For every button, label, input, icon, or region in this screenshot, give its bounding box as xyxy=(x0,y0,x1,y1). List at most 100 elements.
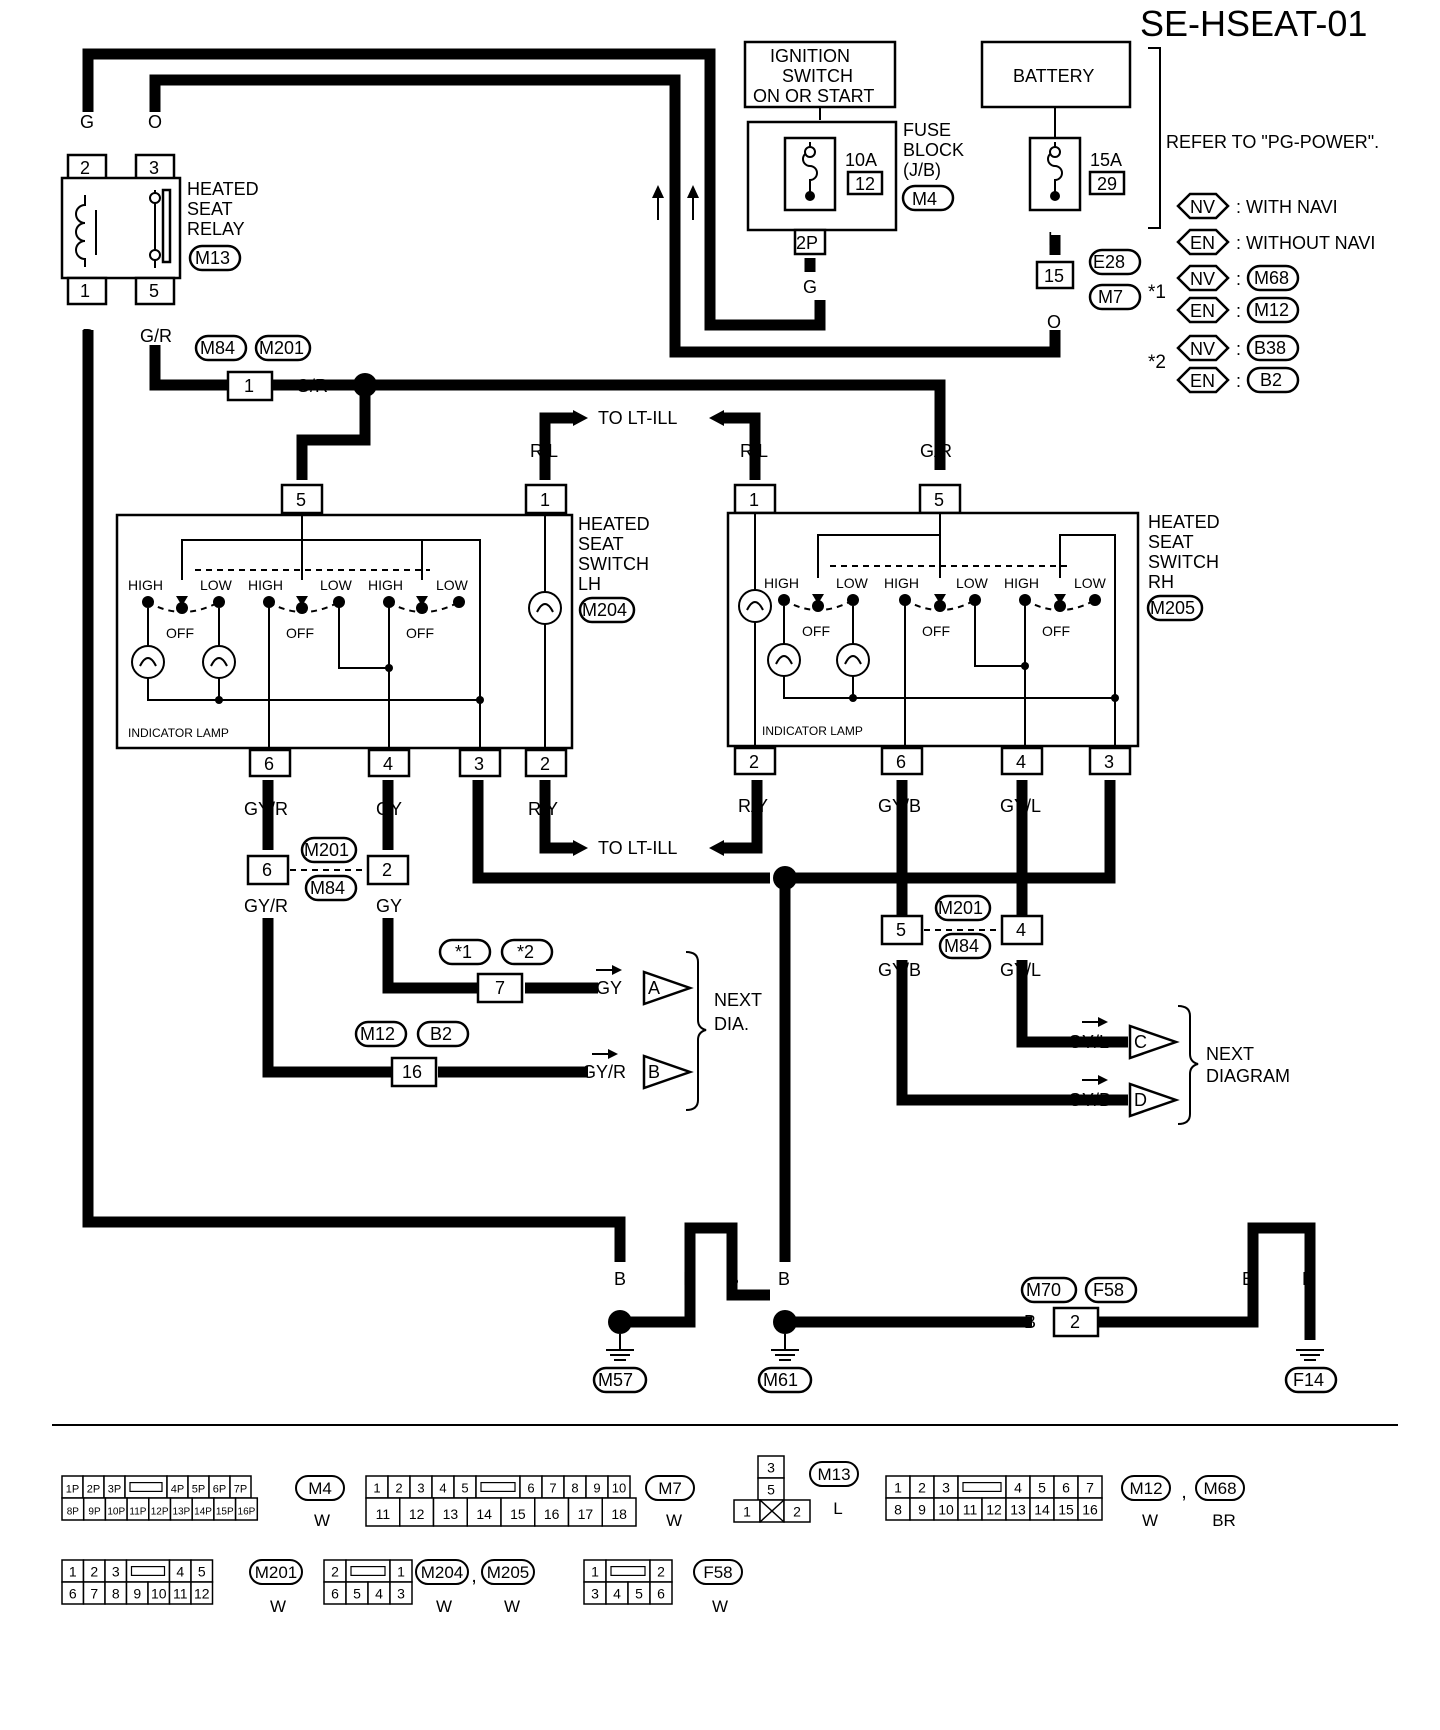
relay-output-connector: M84 M201 1 G/R xyxy=(194,334,377,402)
connector-lock-slot xyxy=(480,1481,516,1492)
svg-text:15: 15 xyxy=(1044,266,1064,286)
connector-pin-label: 14 xyxy=(476,1506,492,1522)
connector-pin-label: 1 xyxy=(69,1564,77,1580)
connector-pin-label: 2 xyxy=(331,1564,339,1580)
connector-pin-label: 6 xyxy=(1062,1480,1070,1496)
svg-text:*1: *1 xyxy=(455,942,472,962)
svg-text:O: O xyxy=(1047,312,1061,332)
svg-text:LOW: LOW xyxy=(836,575,869,591)
svg-text:16: 16 xyxy=(402,1062,422,1082)
b-junction xyxy=(773,866,797,890)
connector-name: M7 xyxy=(658,1479,682,1498)
legend-nv-tag: NV xyxy=(1176,192,1230,220)
svg-text:12: 12 xyxy=(855,174,875,194)
svg-text:INDICATOR LAMP: INDICATOR LAMP xyxy=(762,724,863,738)
svg-text:*2: *2 xyxy=(517,942,534,962)
connector-pin-label: 3 xyxy=(767,1460,775,1476)
svg-text:GY/R: GY/R xyxy=(244,896,288,916)
svg-text:EN: EN xyxy=(1190,371,1215,391)
svg-text:HIGH: HIGH xyxy=(128,577,163,593)
connector-pin-label: 13 xyxy=(1010,1502,1026,1518)
svg-text:6: 6 xyxy=(262,860,272,880)
connector-cross xyxy=(759,1499,785,1523)
svg-text:GY/B: GY/B xyxy=(878,796,921,816)
connector-pin-label: 10 xyxy=(938,1502,954,1518)
lh-switch-group-3 xyxy=(383,596,465,614)
connector-pin-label: 15 xyxy=(1058,1502,1074,1518)
svg-text:4: 4 xyxy=(1016,752,1026,772)
connector-pin-label: 11P xyxy=(129,1507,146,1518)
svg-text:HIGH: HIGH xyxy=(368,577,403,593)
connector-color: W xyxy=(1142,1511,1158,1530)
svg-text:RELAY: RELAY xyxy=(187,219,245,239)
svg-text:B: B xyxy=(82,326,94,346)
svg-text:INDICATOR LAMP: INDICATOR LAMP xyxy=(128,726,229,740)
svg-text:R/Y: R/Y xyxy=(528,799,558,819)
rh-switch-group-1 xyxy=(778,594,859,612)
svg-text:GY: GY xyxy=(596,978,622,998)
svg-text:RH: RH xyxy=(1148,572,1174,592)
svg-text:5: 5 xyxy=(896,920,906,940)
next-diagram-rh: GY/L C GY/B D NEXT DIAGRAM xyxy=(1068,1005,1290,1125)
connector-pin-label: 16 xyxy=(544,1506,560,1522)
connector-pin-label: 1P xyxy=(66,1484,79,1496)
connector-pin-label: 5P xyxy=(192,1484,205,1496)
connector-pin-label: 1 xyxy=(894,1480,902,1496)
connector-pin-label: 3P xyxy=(108,1484,121,1496)
ignition-switch-box: IGNITION SWITCH ON OR START xyxy=(743,40,897,109)
connector-pin-label: 16P xyxy=(238,1507,256,1518)
connector-color: W xyxy=(666,1511,682,1530)
svg-text::: : xyxy=(1236,301,1241,321)
battery-box: BATTERY xyxy=(980,40,1132,109)
svg-text:M201: M201 xyxy=(304,840,349,860)
connector-pin-label: 14P xyxy=(194,1507,212,1518)
connector-pin-label: 3 xyxy=(112,1564,120,1580)
ground-f14: F14 xyxy=(1284,1262,1338,1394)
svg-text:2: 2 xyxy=(382,860,392,880)
connector-pin-label: 4 xyxy=(439,1481,446,1496)
svg-text:TO LT-ILL: TO LT-ILL xyxy=(598,408,677,428)
svg-text:M70: M70 xyxy=(1026,1280,1061,1300)
svg-text:R/L: R/L xyxy=(530,441,558,461)
lh-lamp-2 xyxy=(202,645,236,679)
svg-text:NV: NV xyxy=(1190,339,1215,359)
connector-pin-label: 12 xyxy=(986,1502,1002,1518)
connector-pin-label: 11 xyxy=(963,1502,978,1518)
svg-text:HIGH: HIGH xyxy=(764,575,799,591)
lh-switch-group-1 xyxy=(142,596,225,614)
svg-text:B38: B38 xyxy=(1254,338,1286,358)
svg-text:HEATED: HEATED xyxy=(578,514,650,534)
connector-pin-label: 2P xyxy=(87,1484,100,1496)
svg-text:SWITCH: SWITCH xyxy=(782,66,853,86)
connector-color: W xyxy=(436,1597,452,1616)
connector-pin-cell xyxy=(399,1497,435,1527)
battery-fuse: 15A 29 L 15 E28 M7 O xyxy=(1028,136,1142,332)
connector-pin-label: 8 xyxy=(112,1586,120,1602)
svg-text:OFF: OFF xyxy=(166,625,194,641)
connector-pin-label: 14 xyxy=(1034,1502,1050,1518)
svg-text:1: 1 xyxy=(540,490,550,510)
svg-text:LH: LH xyxy=(578,574,601,594)
svg-text:M57: M57 xyxy=(598,1370,633,1390)
connector-pin-cell xyxy=(601,1497,637,1527)
svg-text:TO LT-ILL: TO LT-ILL xyxy=(598,838,677,858)
svg-text:1: 1 xyxy=(749,490,759,510)
svg-text:29: 29 xyxy=(1097,174,1117,194)
next-dia-lh: *1 *2 7 GY A M12 B2 16 GY/R B NEXT DIA. xyxy=(354,938,762,1111)
svg-text:R/Y: R/Y xyxy=(738,796,768,816)
svg-text:GY/L: GY/L xyxy=(1000,796,1041,816)
svg-text:2: 2 xyxy=(80,158,90,178)
connector-pin-label: 11 xyxy=(376,1506,391,1522)
heated-seat-switch-lh: R/L 5 1 HEATED SEAT SWITCH LH M204 xyxy=(115,441,650,819)
svg-text:M7: M7 xyxy=(1098,287,1123,307)
joint-connector-lh: 6 2 M201 M84 GY/R GY xyxy=(244,836,410,916)
connector-pin-label: 9 xyxy=(918,1502,926,1518)
connector-pin-label: 2 xyxy=(90,1564,98,1580)
connector-name: M205 xyxy=(487,1563,530,1582)
connector-pin-label: 8P xyxy=(67,1507,80,1518)
refer-note: REFER TO "PG-POWER". xyxy=(1166,132,1379,152)
svg-text:(J/B): (J/B) xyxy=(903,160,941,180)
svg-text:2: 2 xyxy=(749,752,759,772)
connector-name-tag xyxy=(1195,1475,1245,1501)
